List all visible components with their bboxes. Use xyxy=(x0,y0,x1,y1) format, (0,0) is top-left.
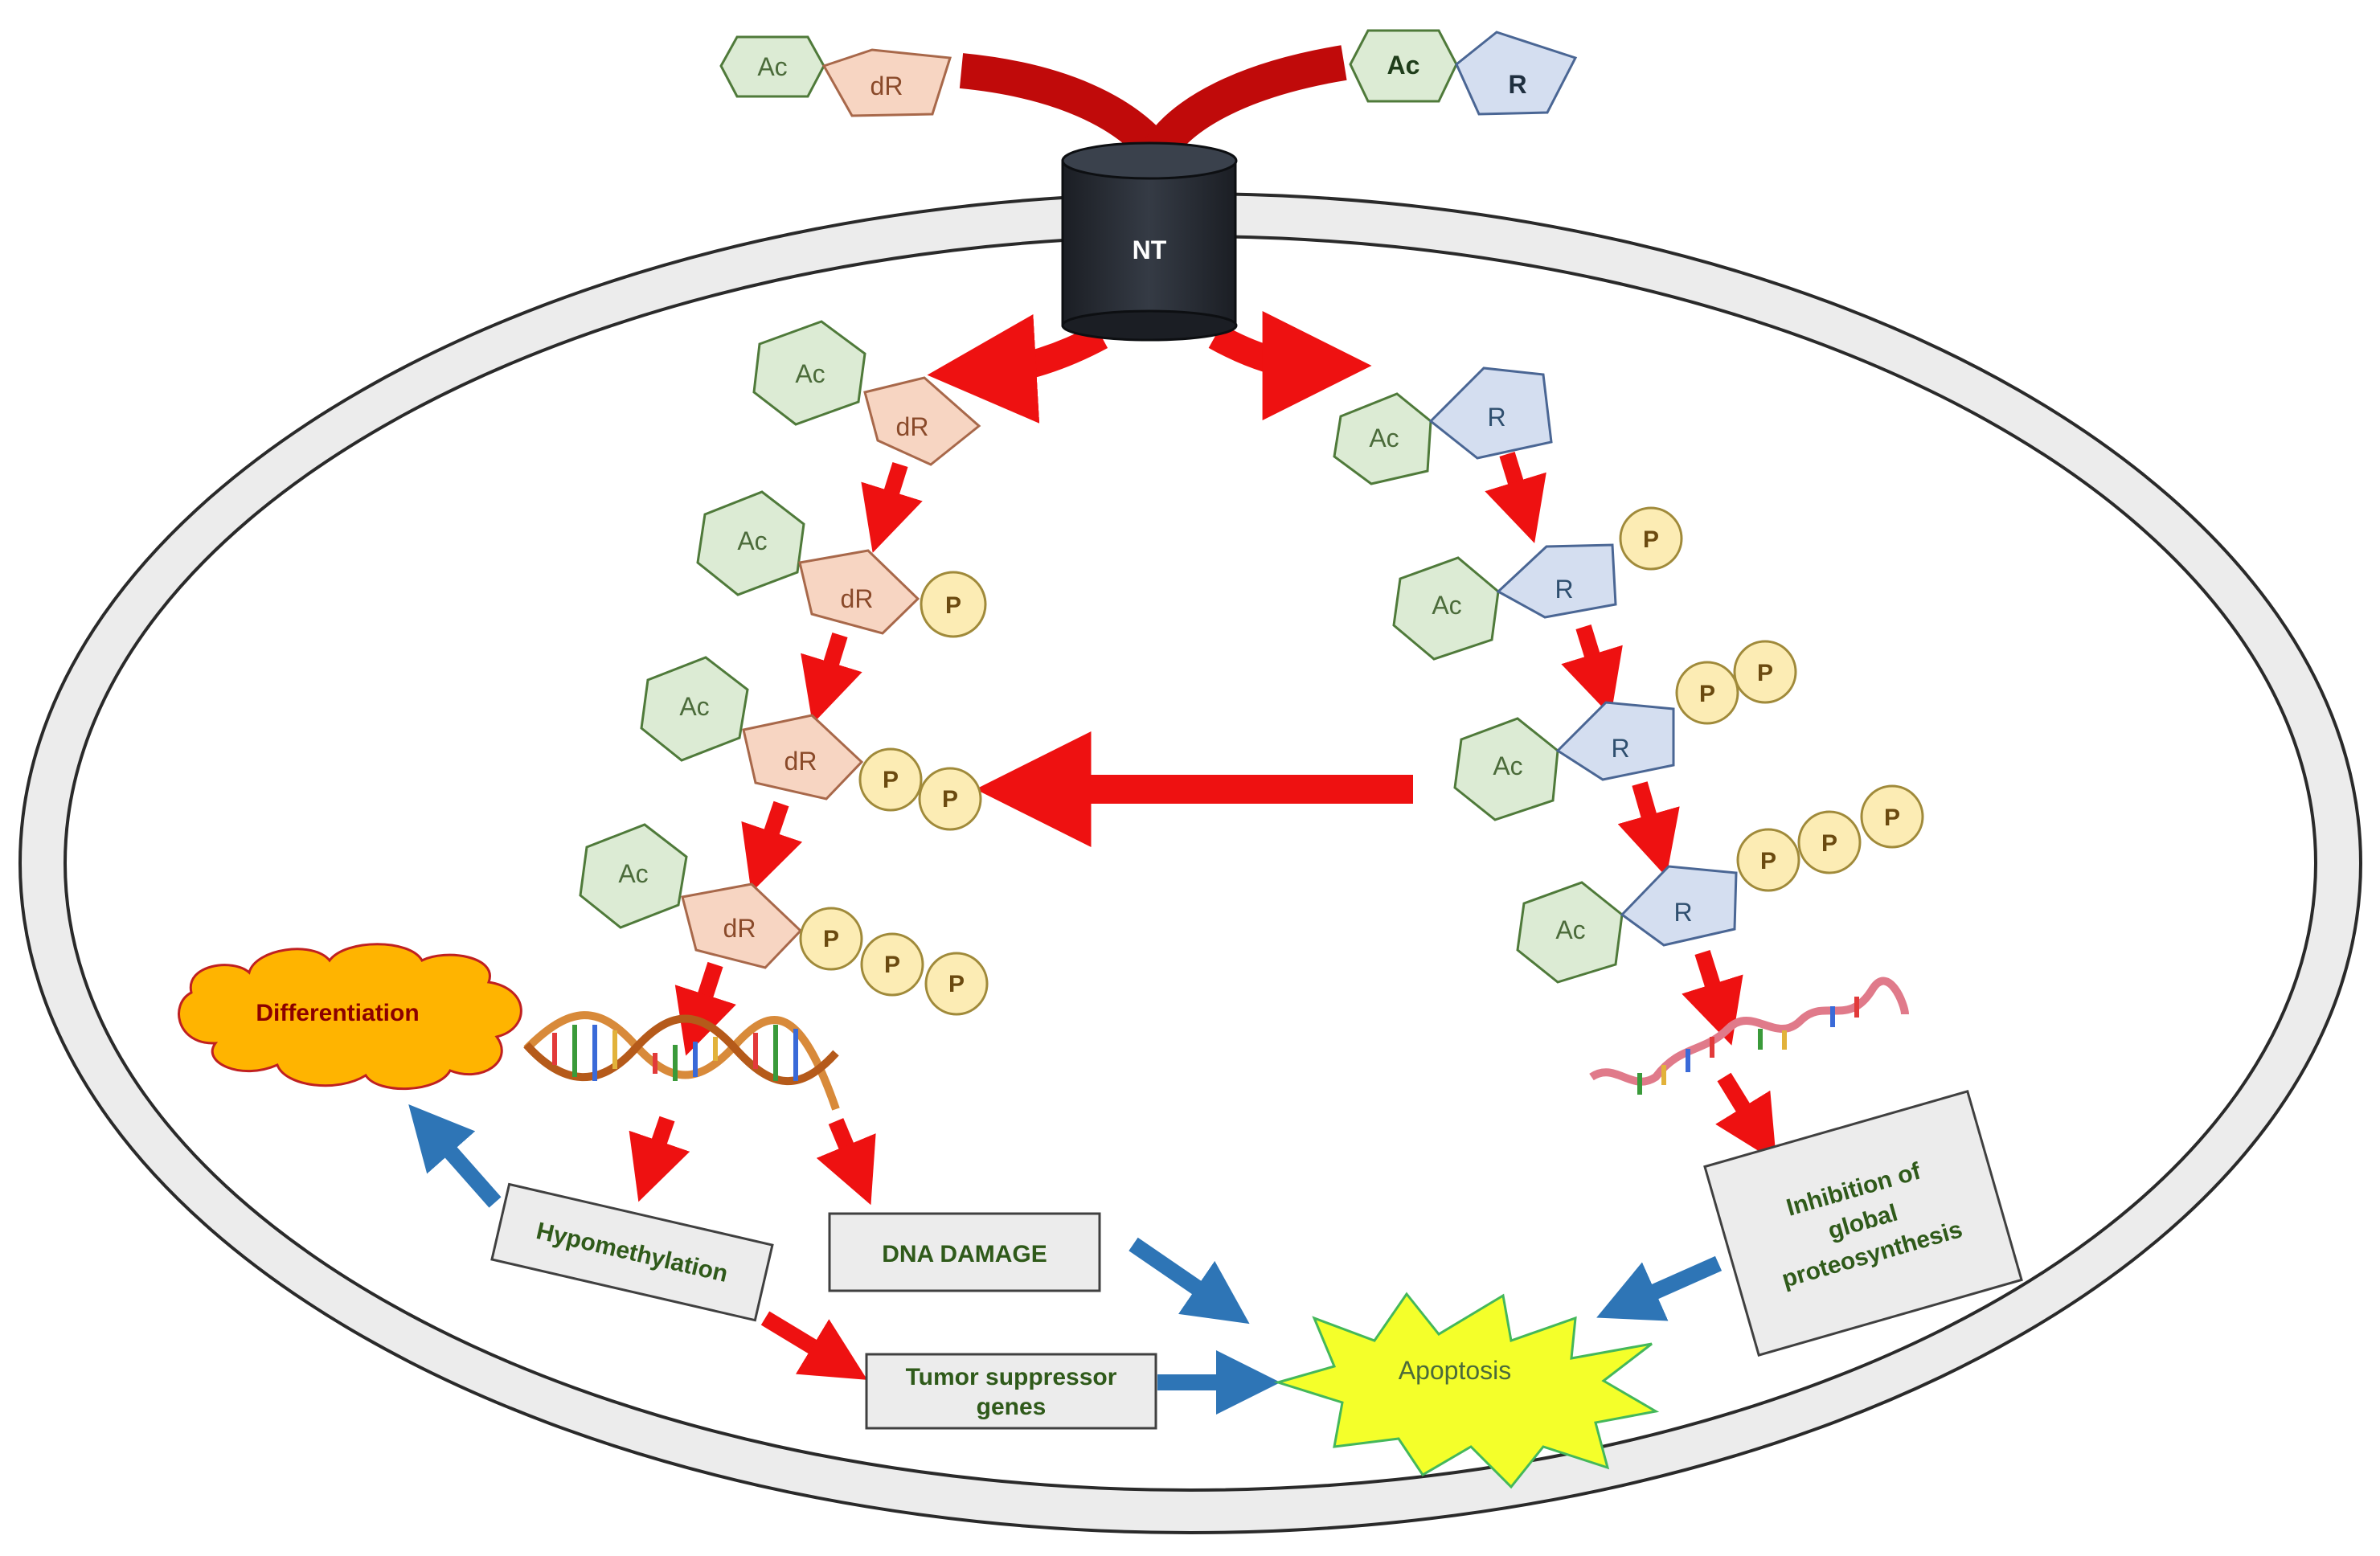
transporter-outflow-arrows xyxy=(927,310,1372,424)
apoptosis-starburst: Apoptosis xyxy=(1273,1292,1660,1489)
svg-text:DNA DAMAGE: DNA DAMAGE xyxy=(882,1241,1047,1267)
svg-text:P: P xyxy=(1884,805,1900,831)
ac-r-triphosphate: Ac R P P P xyxy=(1516,784,1924,984)
phosphate-circle xyxy=(1619,506,1683,571)
phosphate-circle xyxy=(1736,828,1800,892)
ac-dr-nucleoside: Ac dR xyxy=(752,320,981,466)
svg-text:P: P xyxy=(823,926,839,952)
svg-text:Ac: Ac xyxy=(1555,915,1585,944)
svg-text:Ac: Ac xyxy=(679,692,709,721)
svg-text:P: P xyxy=(1699,681,1715,707)
deoxyribose-pentagon xyxy=(742,714,864,801)
svg-text:P: P xyxy=(1757,660,1773,686)
phosphate-circle xyxy=(1797,810,1862,874)
svg-text:Ac: Ac xyxy=(1369,424,1399,452)
svg-text:dR: dR xyxy=(841,584,874,613)
acetyl-hexagon xyxy=(752,320,866,426)
svg-text:genes: genes xyxy=(977,1394,1047,1420)
ac-r-nucleoside: Ac R xyxy=(1333,366,1553,485)
differentiation-label: Differentiation xyxy=(256,1000,419,1026)
svg-text:P: P xyxy=(942,786,958,813)
dna-damage-box: DNA DAMAGE xyxy=(828,1212,1101,1292)
deoxyribose-pentagon xyxy=(863,376,981,466)
svg-text:dR: dR xyxy=(723,914,756,943)
svg-text:Ac: Ac xyxy=(795,359,825,388)
uptake-arrows xyxy=(959,45,1347,165)
deoxyribose-pentagon xyxy=(798,549,920,635)
inhibition-box: Inhibition of global proteosynthesis xyxy=(1703,1090,2023,1357)
blue-effect-arrows xyxy=(408,1104,1723,1415)
svg-text:R: R xyxy=(1611,734,1629,763)
phosphate-circle xyxy=(799,907,863,971)
acetyl-hexagon xyxy=(719,35,825,98)
ribose-pentagon xyxy=(1555,701,1675,781)
acetyl-hexagon xyxy=(1349,29,1458,103)
ribose-pentagon xyxy=(1496,543,1617,619)
acetyl-hexagon xyxy=(696,490,805,596)
svg-text:P: P xyxy=(1643,526,1659,553)
dna-branch-arrows xyxy=(629,1116,876,1380)
nt-transporter: NT xyxy=(1061,141,1238,342)
ribose-pentagon xyxy=(1455,31,1578,116)
acetyl-hexagon xyxy=(1516,881,1624,984)
hypomethylation-box: Hypomethylation xyxy=(490,1182,774,1322)
svg-text:Tumor suppressor: Tumor suppressor xyxy=(906,1364,1117,1390)
differentiation-cloud: Differentiation xyxy=(178,943,522,1090)
svg-text:Ac: Ac xyxy=(737,526,767,555)
svg-text:P: P xyxy=(1821,830,1837,857)
svg-text:Ac: Ac xyxy=(1432,591,1461,620)
phosphate-circle xyxy=(860,932,924,997)
cell-membrane xyxy=(18,192,2362,1534)
acetyl-hexagon xyxy=(1453,717,1559,821)
svg-text:Ac: Ac xyxy=(618,859,648,888)
svg-text:P: P xyxy=(945,592,961,619)
svg-text:R: R xyxy=(1487,403,1505,432)
dna-helix-icon xyxy=(523,1011,840,1111)
deoxyribose-pentagon xyxy=(821,48,952,117)
apoptosis-label: Apoptosis xyxy=(1399,1356,1512,1385)
rna-strand-icon xyxy=(1589,977,1909,1095)
svg-text:P: P xyxy=(1760,848,1776,874)
acetyl-hexagon xyxy=(1333,392,1432,485)
ac-r-monophosphate: Ac R P xyxy=(1392,506,1683,661)
svg-text:R: R xyxy=(1673,898,1692,927)
ac-dr-diphosphate: Ac dR P P xyxy=(640,656,982,831)
svg-text:P: P xyxy=(948,971,965,997)
ac-r-diphosphate: Ac R P P xyxy=(1453,640,1797,821)
outside-ac-dr-molecule: Ac dR xyxy=(719,35,952,117)
acetyl-hexagon xyxy=(579,823,688,929)
nt-label: NT xyxy=(1133,235,1167,264)
ribose-pentagon xyxy=(1620,865,1738,947)
acetyl-hexagon xyxy=(640,656,749,762)
phosphate-circle xyxy=(920,571,987,638)
svg-text:P: P xyxy=(884,952,900,978)
phosphate-circle xyxy=(1860,784,1924,849)
svg-text:R: R xyxy=(1508,70,1526,99)
svg-text:Ac: Ac xyxy=(1387,51,1420,80)
left-pathway-arrows xyxy=(674,462,923,1056)
deoxyribose-pentagon xyxy=(681,882,803,969)
tumor-suppressor-box: Tumor suppressor genes xyxy=(865,1353,1157,1430)
acetyl-hexagon xyxy=(1392,556,1500,661)
svg-text:Ac: Ac xyxy=(757,52,787,81)
svg-text:R: R xyxy=(1555,575,1573,604)
right-pathway-arrows xyxy=(1485,452,1777,1162)
ac-dr-monophosphate: Ac dR P xyxy=(696,490,987,638)
ribose-pentagon xyxy=(1428,366,1553,460)
outside-ac-r-molecule: Ac R xyxy=(1349,29,1578,116)
phosphate-circle xyxy=(858,747,923,812)
svg-text:dR: dR xyxy=(784,747,817,776)
phosphate-circle xyxy=(1675,661,1739,725)
ac-dr-triphosphate: Ac dR P P P xyxy=(579,823,989,1016)
svg-text:dR: dR xyxy=(870,72,903,100)
phosphate-circle xyxy=(924,952,989,1016)
svg-text:Ac: Ac xyxy=(1493,751,1522,780)
svg-text:dR: dR xyxy=(896,412,929,441)
phosphate-circle xyxy=(918,767,982,831)
phosphate-circle xyxy=(1733,640,1797,704)
svg-text:P: P xyxy=(883,767,899,793)
